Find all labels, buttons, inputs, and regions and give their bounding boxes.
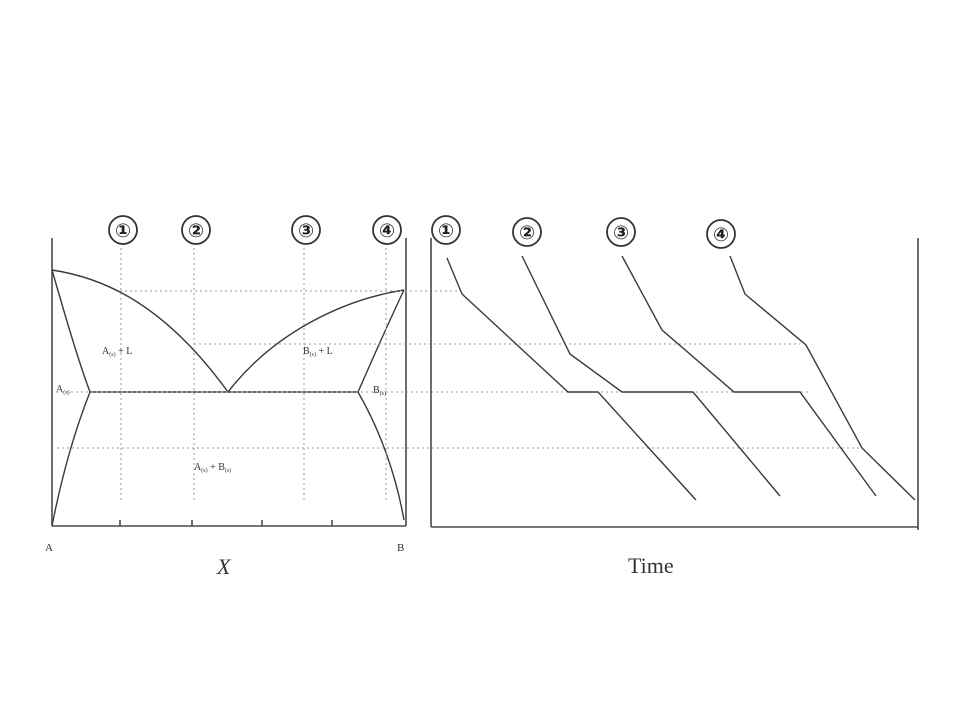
marker-1-cooling: ① xyxy=(431,215,461,245)
marker-number: ④ xyxy=(379,220,395,242)
liquidus-left xyxy=(51,269,229,393)
marker-number: ① xyxy=(115,220,131,242)
phase-diagram: A(s) + L B(s) + L A(s) B(s) A(s) + B(s) … xyxy=(45,238,407,579)
label-a-solid: A(s) xyxy=(56,384,70,396)
marker-circle xyxy=(606,217,636,247)
marker-3-phase: ③ xyxy=(291,215,321,245)
marker-1-phase: ① xyxy=(108,215,138,245)
composition-ticks xyxy=(119,520,333,526)
solidus-left xyxy=(51,269,91,393)
markers-phase: ① ② ③ ④ xyxy=(108,215,402,245)
component-a-label: A xyxy=(45,542,53,554)
marker-circle xyxy=(512,217,542,247)
composition-axis-label: X xyxy=(216,554,232,579)
marker-number: ② xyxy=(188,220,204,242)
label-b-solid: B(s) xyxy=(373,385,386,397)
label-b-plus-liquid: B(s) + L xyxy=(303,346,333,358)
liquidus-right xyxy=(227,289,405,393)
solvus-left xyxy=(51,391,91,527)
temperature-guides xyxy=(52,290,860,449)
marker-number: ① xyxy=(438,220,454,242)
cooling-curves: Time xyxy=(430,238,919,578)
marker-number: ③ xyxy=(613,222,629,244)
marker-number: ③ xyxy=(298,220,314,242)
marker-2-phase: ② xyxy=(181,215,211,245)
solidus-right xyxy=(357,289,405,393)
cooling-curve-1 xyxy=(446,257,697,501)
component-b-label: B xyxy=(397,542,404,554)
cooling-curve-3 xyxy=(621,255,877,497)
markers-cooling: ① ② ③ ④ xyxy=(431,215,736,249)
marker-number: ④ xyxy=(713,224,729,246)
marker-4-cooling: ④ xyxy=(706,219,736,249)
solvus-right xyxy=(357,391,405,521)
marker-4-phase: ④ xyxy=(372,215,402,245)
marker-circle xyxy=(181,215,211,245)
marker-number: ② xyxy=(519,222,535,244)
marker-circle xyxy=(431,215,461,245)
cooling-curve-4 xyxy=(729,255,916,501)
marker-circle xyxy=(706,219,736,249)
cooling-curve-2 xyxy=(521,255,781,497)
marker-circle xyxy=(108,215,138,245)
label-a-plus-liquid: A(s) + L xyxy=(102,346,132,358)
marker-circle xyxy=(372,215,402,245)
marker-3-cooling: ③ xyxy=(606,217,636,247)
label-a-plus-b-solid: A(s) + B(s) xyxy=(194,462,231,474)
time-axis-label: Time xyxy=(628,553,674,578)
marker-2-cooling: ② xyxy=(512,217,542,247)
marker-circle xyxy=(291,215,321,245)
